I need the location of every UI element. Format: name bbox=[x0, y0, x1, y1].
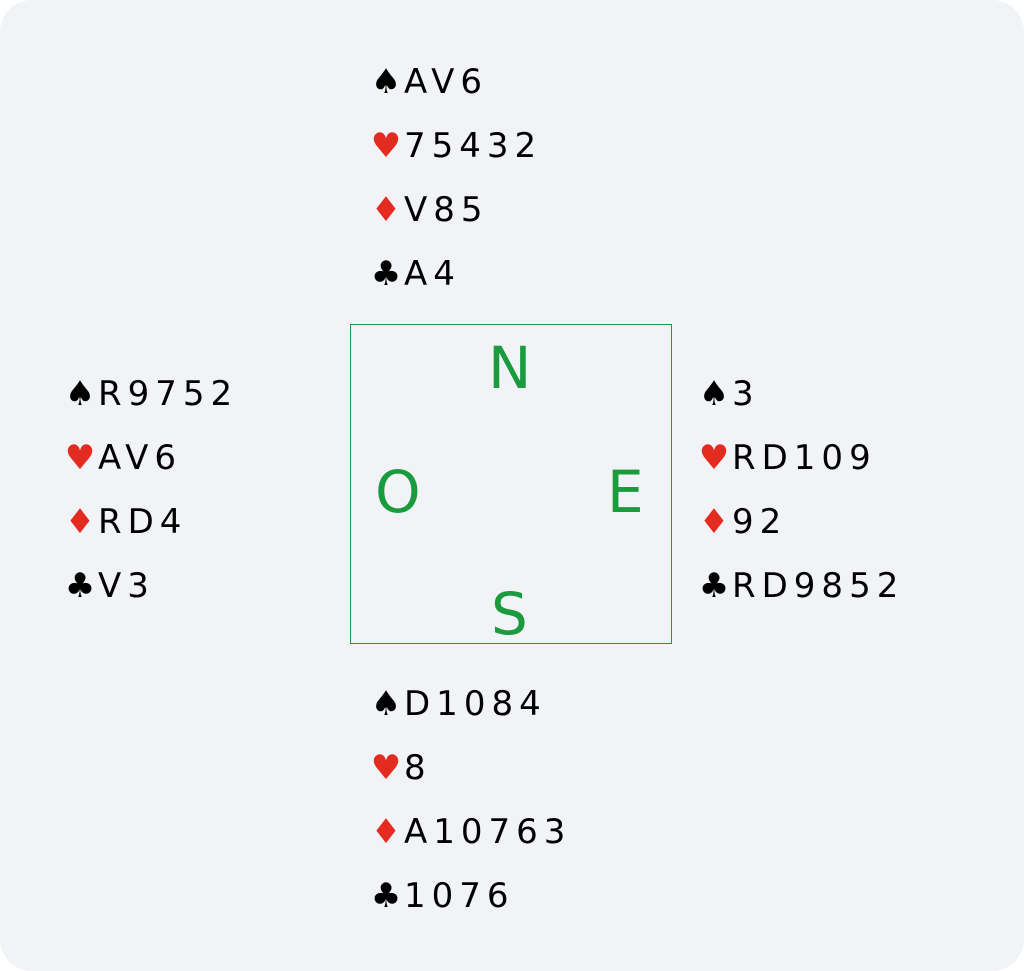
cards-spades: AV6 bbox=[404, 62, 488, 102]
compass-east-label: E bbox=[607, 458, 644, 526]
cards-clubs: 1076 bbox=[404, 876, 515, 916]
club-icon: ♣ bbox=[370, 876, 402, 916]
cards-diamonds: V85 bbox=[404, 190, 489, 230]
cards-spades: R9752 bbox=[98, 374, 239, 414]
diamond-icon: ♦ bbox=[370, 812, 402, 852]
compass-north-label: N bbox=[488, 334, 532, 402]
spade-icon: ♠ bbox=[370, 684, 402, 724]
compass-box: N O E S bbox=[350, 324, 672, 644]
cards-diamonds: RD4 bbox=[98, 502, 188, 542]
cards-clubs: A4 bbox=[404, 254, 461, 294]
cards-hearts: RD109 bbox=[732, 438, 877, 478]
diamond-icon: ♦ bbox=[64, 502, 96, 542]
diamond-icon: ♦ bbox=[370, 190, 402, 230]
diamond-icon: ♦ bbox=[698, 502, 730, 542]
cards-spades: D1084 bbox=[404, 684, 547, 724]
cards-clubs: V3 bbox=[98, 566, 155, 606]
club-icon: ♣ bbox=[64, 566, 96, 606]
heart-icon: ♥ bbox=[698, 438, 730, 478]
cards-hearts: AV6 bbox=[98, 438, 182, 478]
cards-diamonds: A10763 bbox=[404, 812, 572, 852]
spade-icon: ♠ bbox=[64, 374, 96, 414]
cards-diamonds: 92 bbox=[732, 502, 788, 542]
compass-south-label: S bbox=[491, 580, 528, 648]
heart-icon: ♥ bbox=[370, 748, 402, 788]
cards-hearts: 75432 bbox=[404, 126, 543, 166]
club-icon: ♣ bbox=[370, 254, 402, 294]
heart-icon: ♥ bbox=[370, 126, 402, 166]
cards-clubs: RD9852 bbox=[732, 566, 905, 606]
compass-west-label: O bbox=[375, 458, 421, 526]
spade-icon: ♠ bbox=[698, 374, 730, 414]
cards-spades: 3 bbox=[732, 374, 760, 414]
club-icon: ♣ bbox=[698, 566, 730, 606]
cards-hearts: 8 bbox=[404, 748, 432, 788]
spade-icon: ♠ bbox=[370, 62, 402, 102]
heart-icon: ♥ bbox=[64, 438, 96, 478]
